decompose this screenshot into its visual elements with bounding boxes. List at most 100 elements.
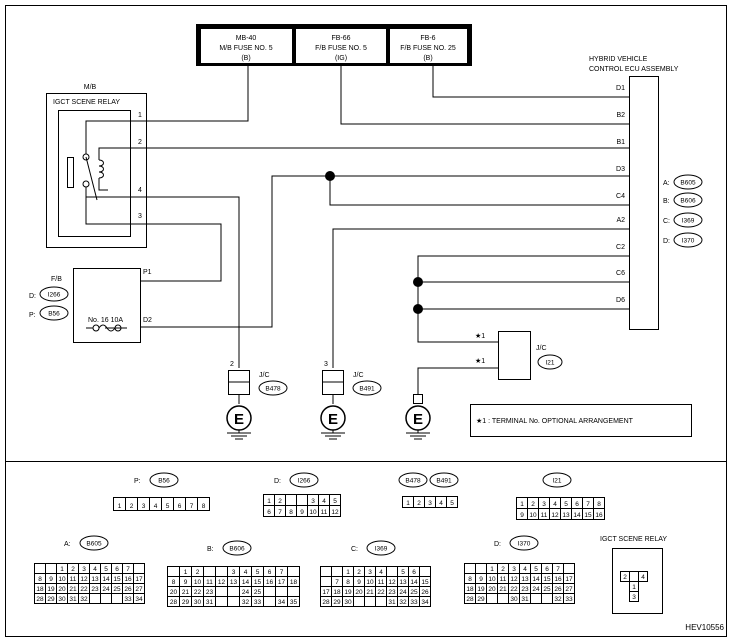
i370-pin-29: 29 — [477, 596, 485, 603]
ecu-pin-c4: C4 — [616, 193, 625, 200]
fb-p-letter: P: — [29, 312, 36, 319]
i369-pin-18: 18 — [333, 589, 341, 596]
terminal-note: ★1 : TERMINAL No. OPTIONAL ARRANGEMENT — [476, 417, 634, 425]
fb-pin-p1: P1 — [143, 269, 152, 276]
b605-pin-11: 11 — [70, 576, 77, 583]
i369-pin-29: 29 — [333, 599, 341, 606]
i370-pin-14: 14 — [532, 576, 540, 583]
bottom-relay-label: IGCT SCENE RELAY — [600, 536, 667, 543]
ecu-conn-letter-1: B: — [663, 198, 670, 205]
b605-pin-19: 19 — [47, 586, 55, 593]
b606-pin-30: 30 — [194, 599, 202, 606]
b606-pin-13: 13 — [230, 579, 238, 586]
bottom-b56-code: B56 — [158, 478, 170, 485]
i266-pin-11: 11 — [321, 509, 328, 516]
b606-pin-14: 14 — [242, 579, 250, 586]
b606-pin-6: 6 — [268, 569, 272, 576]
mb-label: M/B — [84, 84, 97, 91]
i370-pin-19: 19 — [477, 586, 485, 593]
fuse-block: MB-40 M/B FUSE NO. 5 (B) FB-66 F/B FUSE … — [196, 24, 472, 66]
i21-pin-6: 6 — [575, 501, 579, 508]
fb-block: F/B D: I266 P: B56 P1 D2 No. 16 10A — [29, 268, 152, 343]
b606-pin-28: 28 — [170, 599, 178, 606]
fb-d-code: I266 — [48, 292, 61, 299]
i369-pin-33: 33 — [410, 599, 418, 606]
ecu-conn-code-i369: I369 — [682, 218, 695, 225]
i21-pin-16: 16 — [595, 512, 603, 519]
b606-pin-31: 31 — [206, 599, 214, 606]
ecu-pin-a2: A2 — [616, 217, 625, 224]
i370-pin-20: 20 — [488, 586, 496, 593]
bottom-i370-code: I370 — [518, 541, 531, 548]
b605-pin-29: 29 — [47, 596, 55, 603]
i370-pin-3: 3 — [512, 566, 516, 573]
i370-pin-17: 17 — [565, 576, 573, 583]
relay-pin-4: 4 — [138, 187, 142, 194]
b606-pin-29: 29 — [182, 599, 190, 606]
fuse1-line1: MB-40 — [236, 35, 257, 42]
ground-symbol-1: E — [328, 411, 338, 428]
ecu-pin-d3: D3 — [616, 166, 625, 173]
i369-pin-7: 7 — [335, 579, 339, 586]
relay-switch — [67, 157, 74, 188]
i21-pin-9: 9 — [520, 512, 524, 519]
wires — [85, 66, 629, 394]
i266-pin-5: 5 — [333, 498, 337, 505]
b56-pin-8: 8 — [202, 503, 206, 510]
i369-pin-9: 9 — [357, 579, 361, 586]
i369-pin-10: 10 — [366, 579, 374, 586]
bottom-b605-letter: A: — [64, 541, 71, 548]
b605-pin-7: 7 — [126, 566, 130, 573]
i370-pin-18: 18 — [466, 586, 474, 593]
i21-star1: ★1 — [475, 332, 485, 340]
outer-frame — [5, 5, 727, 637]
b606-pin-15: 15 — [254, 579, 262, 586]
b56-pin-2: 2 — [130, 503, 134, 510]
i369-pin-4: 4 — [379, 569, 383, 576]
b606-pin-32: 32 — [242, 599, 250, 606]
fuse2-line2: F/B FUSE NO. 5 — [315, 45, 367, 52]
i266-pin-10: 10 — [309, 509, 317, 516]
ecu-title-line1: HYBRID VEHICLE — [589, 56, 648, 63]
i369-pin-23: 23 — [388, 589, 396, 596]
fuse3-line1: FB-6 — [420, 35, 435, 42]
bottom-i369-letter: C: — [351, 546, 358, 553]
i369-pin-31: 31 — [388, 599, 396, 606]
i21-pin-4: 4 — [553, 501, 557, 508]
i266-pin-1: 1 — [267, 498, 271, 505]
b478-b491-pin-1: 1 — [406, 500, 410, 507]
i369-pin-6: 6 — [412, 569, 416, 576]
i370-pin-33: 33 — [565, 596, 573, 603]
b606-pin-11: 11 — [206, 579, 213, 586]
i369-pin-3: 3 — [368, 569, 372, 576]
relay-pin-2: 2 — [138, 139, 142, 146]
b606-pin-34: 34 — [278, 599, 286, 606]
fuse3-line2: F/B FUSE NO. 25 — [400, 45, 456, 52]
b605-pin-16: 16 — [124, 576, 132, 583]
b606-pin-9: 9 — [184, 579, 188, 586]
b605-pin-34: 34 — [135, 596, 143, 603]
i370-pin-13: 13 — [521, 576, 529, 583]
i370-pin-1: 1 — [490, 566, 494, 573]
b478-b491-pin-4: 4 — [439, 500, 443, 507]
b605-pin-30: 30 — [58, 596, 66, 603]
b605-pin-1: 1 — [60, 566, 64, 573]
b606-pin-20: 20 — [170, 589, 178, 596]
i369-pin-15: 15 — [421, 579, 429, 586]
b605-pin-28: 28 — [36, 596, 44, 603]
i369-pin-34: 34 — [421, 599, 429, 606]
fuse2-line1: FB-66 — [331, 35, 350, 42]
b605-pin-4: 4 — [93, 566, 97, 573]
i370-pin-22: 22 — [510, 586, 518, 593]
ground-jc-0: J/C — [259, 372, 270, 379]
b605-pin-26: 26 — [124, 586, 132, 593]
fuse-no-16: No. 16 10A — [88, 317, 123, 324]
i370-pin-12: 12 — [510, 576, 518, 583]
ecu-pin-c2: C2 — [616, 244, 625, 251]
i266-pin-12: 12 — [331, 509, 339, 516]
fb-label: F/B — [51, 276, 62, 283]
ground-jc-1: J/C — [353, 372, 364, 379]
i266-pin-9: 9 — [300, 509, 304, 516]
i370-pin-23: 23 — [521, 586, 529, 593]
